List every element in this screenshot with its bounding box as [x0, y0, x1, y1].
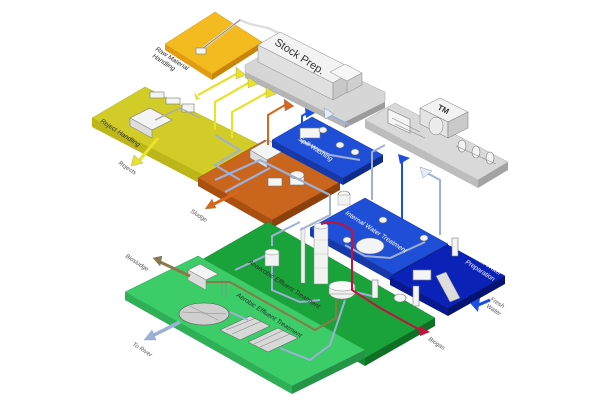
dryer-cylinder-icon — [428, 116, 444, 136]
water-pipes — [213, 134, 351, 231]
biogas-pipe — [320, 220, 421, 331]
biogas-label: Biogas — [427, 337, 446, 352]
tm-area[interactable]: TM — [364, 97, 509, 188]
raw-material-handling-area[interactable]: Raw Material Handling — [151, 11, 287, 80]
to-river-arrow — [151, 320, 181, 338]
aeration-basins — [219, 315, 299, 353]
reject-lines — [194, 66, 277, 138]
to-river-label: To River — [131, 342, 154, 360]
sludge-line — [267, 104, 286, 145]
biosludge-pipe — [206, 281, 337, 332]
reactor-tower-icon — [313, 225, 329, 285]
clarifier-icon — [355, 237, 385, 255]
stock-prep-area[interactable]: Stock Prep. — [244, 31, 386, 128]
sludge-arrow — [211, 190, 239, 207]
rejects-arrow — [136, 137, 160, 163]
sludge-label: Sludge — [189, 209, 208, 225]
loader-icon — [195, 47, 207, 55]
biosludge-label: Biosludge — [124, 254, 150, 274]
aerobic-effluent-treatment-area[interactable]: Aerobic Effluent Treatment Biosludge To … — [124, 254, 366, 394]
